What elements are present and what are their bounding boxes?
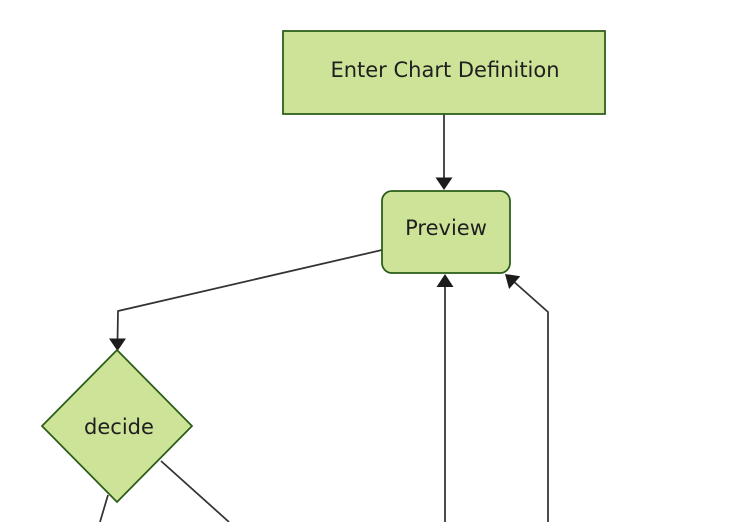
edge-decide-right-line (160, 460, 230, 522)
arrowhead-into-preview-bottom (436, 274, 454, 287)
edge-decide-to-offscreen-right (160, 460, 230, 522)
edge-preview-to-decide (109, 249, 383, 351)
arrowhead-into-preview-corner (505, 274, 521, 289)
edge-offscreen-center-to-preview (436, 274, 454, 522)
arrowhead-into-decide-top (109, 338, 126, 351)
edge-preview-to-decide-line (116, 249, 383, 342)
edge-enter-to-preview (435, 114, 453, 190)
node-decide: decide (40, 348, 194, 504)
node-preview-label: Preview (405, 216, 487, 240)
edge-offscreen-right-line (511, 279, 549, 522)
node-preview-shape (381, 190, 511, 274)
node-decide-shape (40, 348, 194, 504)
arrowhead-into-preview-top (435, 177, 453, 190)
node-enter-chart-definition: Enter Chart Definition (282, 30, 606, 115)
edge-decide-left-line (99, 494, 109, 522)
node-preview: Preview (381, 190, 511, 274)
node-enter-chart-definition-label: Enter Chart Definition (330, 58, 559, 82)
edge-offscreen-right-to-preview (505, 274, 549, 522)
edge-decide-to-offscreen-left (99, 494, 109, 522)
node-decide-label: decide (84, 415, 154, 439)
node-enter-chart-definition-shape (282, 30, 606, 115)
